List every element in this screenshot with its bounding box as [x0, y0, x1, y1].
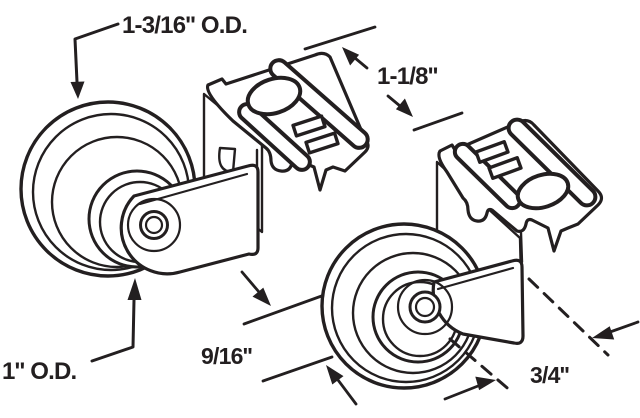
arrow-line-left [443, 384, 480, 401]
arrowhead-right [592, 326, 615, 340]
leader-line [73, 22, 120, 84]
extension-line-lower [412, 111, 464, 132]
right-axle-pin-center [414, 296, 436, 318]
dim-label-1-od: 1'' O.D. [2, 358, 76, 385]
extension-line-lower [261, 355, 334, 383]
right-plate-oval-hole [515, 171, 571, 211]
arrowhead-upper [252, 287, 271, 306]
right-plate-small-slot-2 [487, 156, 523, 180]
right-arm-fold-line [436, 266, 515, 291]
dim-1-1-8 [303, 25, 464, 132]
left-axle-pin-center [144, 215, 164, 235]
left-roller-assembly [19, 51, 370, 278]
dashed-line-upper [527, 277, 610, 357]
left-plate-small-slot-2 [304, 131, 340, 155]
right-neck-edge [519, 231, 524, 264]
extension-line-upper [242, 294, 325, 326]
arrow-line-right [608, 320, 640, 334]
right-plate-long-slot-right [506, 117, 598, 208]
arrowhead-up [127, 278, 142, 300]
dim-leader-1-3-16-od [70, 22, 120, 99]
dimension-labels: 1-3/16'' O.D. 1-1/8'' 1'' O.D. 9/16'' 3/… [2, 12, 570, 388]
right-plate-small-slot-1 [474, 140, 510, 164]
arrow-line-upper [353, 56, 369, 70]
dim-9-16 [240, 270, 358, 406]
left-plate-long-slot-left [237, 102, 312, 172]
dimension-annotations [70, 22, 640, 406]
right-hub-ring [396, 278, 454, 336]
left-hub-ring [126, 197, 182, 253]
extension-line-upper [303, 25, 377, 51]
right-roller-assembly [320, 117, 604, 390]
dim-leader-1-od [90, 278, 142, 363]
arrowhead-upper [342, 47, 360, 66]
left-plate-small-slot-1 [291, 114, 327, 138]
arrow-line-upper [240, 270, 261, 294]
dim-label-1-1-8: 1-1/8'' [377, 63, 438, 90]
arrowhead-lower [395, 98, 413, 117]
arrowhead-left [475, 376, 496, 391]
dashed-line-lower [448, 337, 514, 394]
arrow-line-lower [336, 378, 358, 406]
dim-label-3-4: 3/4'' [530, 362, 569, 388]
arrowhead-down [70, 81, 85, 99]
left-plate-oval-hole [245, 75, 303, 117]
dim-label-1-3-16-od: 1-3/16'' O.D. [122, 12, 247, 39]
arrow-line-lower [386, 94, 402, 108]
arrowhead-lower [326, 365, 344, 385]
left-bracket-arm [119, 163, 260, 276]
leader-line [90, 298, 136, 363]
dim-label-9-16: 9/16'' [201, 343, 252, 369]
dim-3-4 [443, 277, 640, 401]
